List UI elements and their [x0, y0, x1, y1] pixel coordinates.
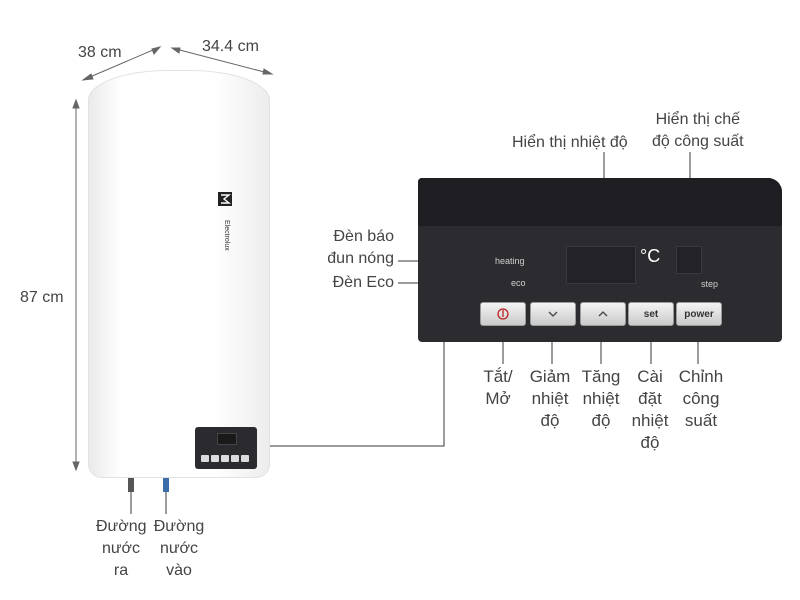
control-panel-top	[418, 178, 782, 226]
depth-label: 38 cm	[78, 44, 122, 61]
power-icon	[497, 308, 509, 320]
heating-light-callout: Đèn báo đun nóng	[327, 228, 394, 267]
inlet-pipe	[163, 478, 169, 492]
on-off-label: Tắt/Mở	[483, 367, 513, 408]
mini-control-panel	[195, 427, 257, 469]
temperature-screen	[566, 246, 636, 284]
water-heater-body	[88, 70, 270, 478]
width-label: 34.4 cm	[202, 38, 259, 55]
power-toggle-button[interactable]	[480, 302, 526, 326]
power-display-callout: Hiển thị chế độ công suất	[652, 111, 744, 150]
eco-light-callout: Đèn Eco	[332, 274, 394, 291]
heating-indicator: heating	[495, 256, 525, 266]
chevron-down-icon	[548, 311, 558, 317]
temp-unit: °C	[640, 246, 661, 266]
power-mode-button[interactable]: power	[676, 302, 722, 326]
decrease-temp-button[interactable]	[530, 302, 576, 326]
electrolux-logo	[218, 192, 232, 206]
height-label: 87 cm	[20, 289, 64, 306]
power-screen	[676, 246, 702, 274]
brand-text: Electrolux	[223, 220, 230, 251]
eco-indicator: eco	[511, 278, 526, 288]
chevron-up-icon	[598, 311, 608, 317]
temp-display-callout: Hiển thị nhiệt độ	[512, 134, 628, 151]
outlet-pipe	[128, 478, 134, 492]
step-indicator: step	[701, 279, 719, 289]
increase-temp-button[interactable]	[580, 302, 626, 326]
set-button[interactable]: set	[628, 302, 674, 326]
